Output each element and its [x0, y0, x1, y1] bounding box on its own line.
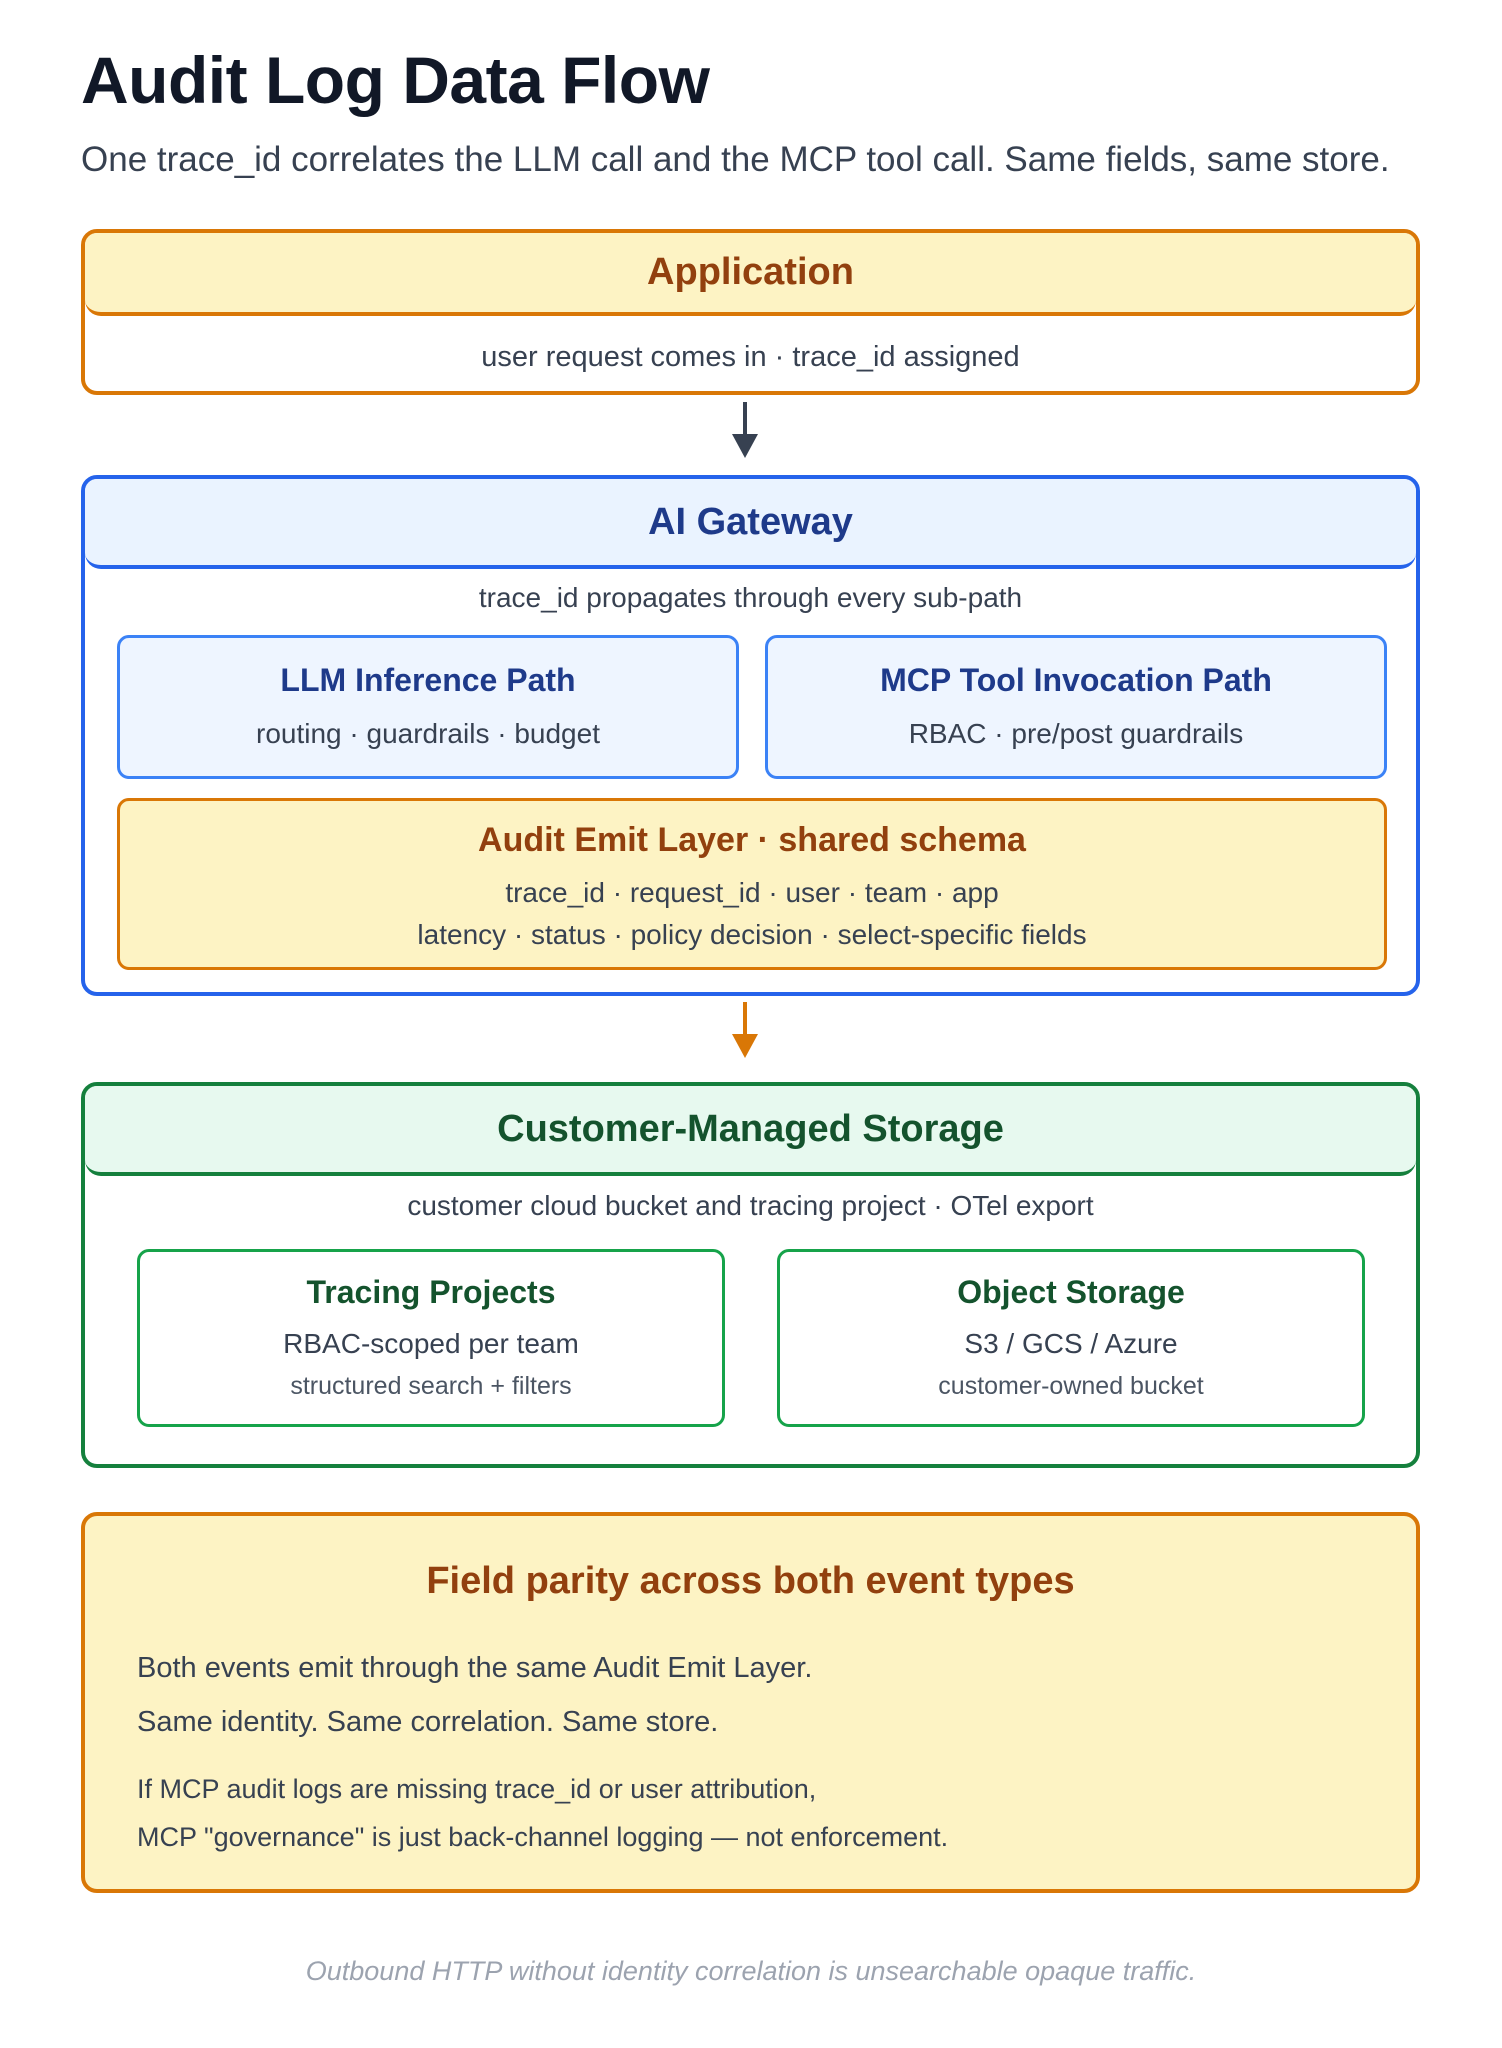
object-storage-line-2: customer-owned bucket [938, 1372, 1204, 1400]
field-parity-note: Field parity across both event types Bot… [81, 1512, 1420, 1893]
storage-title: Customer-Managed Storage [85, 1086, 1416, 1176]
field-parity-line-2: Same identity. Same correlation. Same st… [137, 1706, 719, 1738]
application-description: user request comes in · trace_id assigne… [481, 341, 1020, 373]
tracing-projects-line-2: structured search + filters [290, 1372, 572, 1400]
llm-inference-path: LLM Inference Path routing · guardrails … [117, 635, 739, 779]
down-arrow-app-to-gateway [732, 402, 758, 458]
field-parity-line-4: MCP "governance" is just back-channel lo… [137, 1822, 949, 1852]
footer-note: Outbound HTTP without identity correlati… [305, 1956, 1197, 1986]
field-parity-line-3: If MCP audit logs are missing trace_id o… [137, 1774, 817, 1804]
down-arrow-gateway-to-storage [732, 1002, 758, 1058]
field-parity-title: Field parity across both event types [426, 1560, 1075, 1602]
application-box: Application user request comes in · trac… [81, 229, 1420, 395]
page-subtitle: One trace_id correlates the LLM call and… [81, 140, 1390, 179]
ai-gateway-description: trace_id propagates through every sub-pa… [478, 582, 1023, 613]
audit-emit-title: Audit Emit Layer · shared schema [478, 821, 1026, 859]
object-storage: Object Storage S3 / GCS / Azure customer… [777, 1249, 1365, 1427]
tracing-projects-line-1: RBAC-scoped per team [283, 1328, 579, 1359]
ai-gateway-title: AI Gateway [85, 479, 1416, 569]
llm-inference-detail: routing · guardrails · budget [256, 718, 600, 749]
llm-inference-title: LLM Inference Path [280, 662, 576, 698]
storage-description: customer cloud bucket and tracing projec… [407, 1190, 1094, 1221]
tracing-projects-title: Tracing Projects [306, 1274, 556, 1310]
object-storage-title: Object Storage [957, 1274, 1185, 1310]
application-title: Application [85, 233, 1416, 316]
audit-emit-fields-line-1: trace_id · request_id · user · team · ap… [505, 877, 999, 908]
field-parity-line-1: Both events emit through the same Audit … [137, 1652, 813, 1684]
mcp-tool-invocation-detail: RBAC · pre/post guardrails [908, 718, 1244, 749]
tracing-projects: Tracing Projects RBAC-scoped per team st… [137, 1249, 725, 1427]
mcp-tool-invocation-path: MCP Tool Invocation Path RBAC · pre/post… [765, 635, 1387, 779]
page-title: Audit Log Data Flow [81, 43, 710, 117]
mcp-tool-invocation-title: MCP Tool Invocation Path [880, 662, 1272, 698]
audit-emit-layer: Audit Emit Layer · shared schema trace_i… [117, 798, 1387, 970]
ai-gateway-box: AI Gateway trace_id propagates through e… [81, 475, 1420, 996]
customer-managed-storage-box: Customer-Managed Storage customer cloud … [81, 1082, 1420, 1468]
audit-emit-fields-line-2: latency · status · policy decision · sel… [417, 919, 1087, 950]
object-storage-line-1: S3 / GCS / Azure [964, 1328, 1178, 1359]
